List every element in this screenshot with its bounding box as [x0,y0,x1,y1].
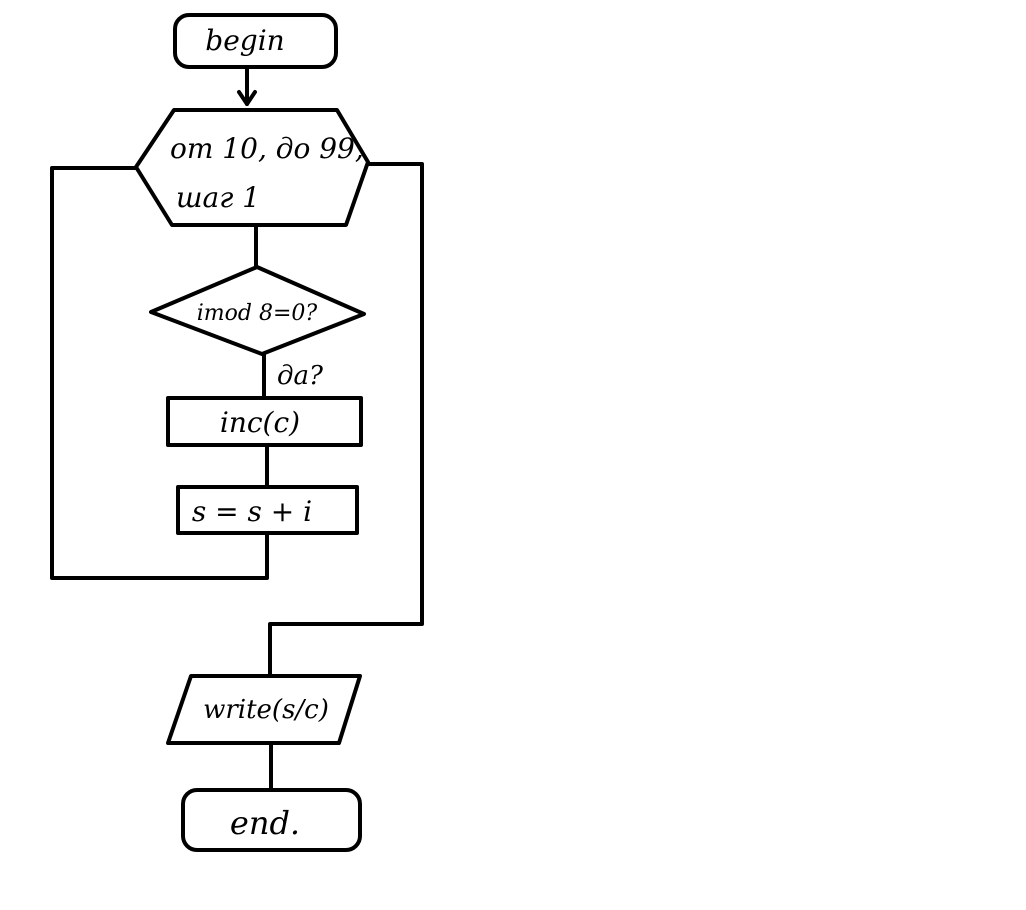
increment-block: inc(c) [166,396,363,447]
output-block: write(s/c) [166,674,362,745]
connectors [50,66,424,792]
start-terminal: begin [173,13,338,69]
start-terminal-label: begin [205,24,284,57]
accumulate-block-shape [176,485,359,535]
condition-block-label: imod 8=0? [197,301,318,326]
end-terminal-shape [181,788,362,852]
loop-block-range-label: от 10, до 99, [170,132,364,165]
increment-block-label: inc(c) [220,406,300,439]
end-terminal-label: end. [230,804,300,842]
loop-block: от 10, до 99, шаг 1 [134,108,370,227]
start-terminal-shape [173,13,338,69]
accumulate-block-label: s = s + i [192,495,312,528]
increment-block-shape [166,396,363,447]
loop-exit-path [268,162,424,678]
condition-block: imod 8=0? [149,265,366,356]
accumulate-block: s = s + i [176,485,359,535]
condition-block-shape [149,265,366,356]
loop-block-step-label: шаг 1 [176,181,260,214]
end-terminal: end. [181,788,362,852]
output-block-label: write(s/c) [203,695,329,725]
loop-back-path [50,166,269,580]
arrow-head-icon [237,90,257,106]
output-block-shape [166,674,362,745]
yes-branch-label: да? [277,361,324,391]
loop-block-shape [134,108,370,227]
